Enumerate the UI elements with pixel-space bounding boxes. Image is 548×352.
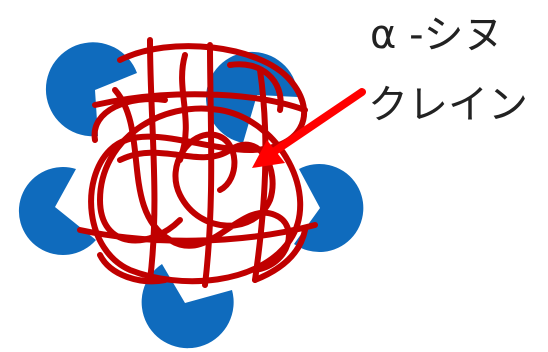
tangle-path-2 <box>77 37 318 288</box>
tangle-path-3 <box>112 87 292 273</box>
pacman-proteins <box>18 42 364 349</box>
protein-label: α -シヌ クレイン <box>368 12 528 128</box>
pacman-right <box>294 164 364 253</box>
synuclein-tangle <box>77 37 318 288</box>
arrow-head <box>252 140 285 168</box>
label-line-1: α -シヌ <box>370 12 504 58</box>
pointer-arrow <box>252 88 366 168</box>
pacman-bottom <box>141 264 234 349</box>
arrow-shaft <box>268 88 366 157</box>
pacman-top-left <box>45 42 137 137</box>
label-line-2: クレイン <box>368 82 528 128</box>
tangle-path-4 <box>91 52 308 285</box>
pacman-left <box>18 167 97 256</box>
